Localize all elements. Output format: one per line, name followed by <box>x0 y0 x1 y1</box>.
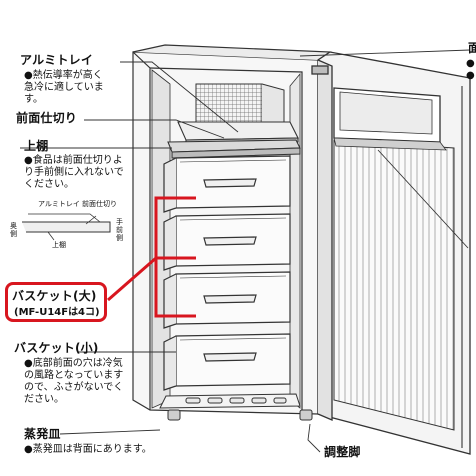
inset-front: 手前側 <box>116 218 123 242</box>
leader-lines <box>20 49 471 453</box>
drawers <box>163 155 291 391</box>
basket-small-note: ●底部前面の穴は冷気の風路となっていますので、ふさがないでください。 <box>24 358 124 405</box>
aluminum-tray-note: ●熱伝導率が高く急冷に適しています。 <box>24 70 104 105</box>
drawer-small <box>163 333 291 391</box>
upper-shelf-shape <box>167 139 301 159</box>
basket-large-model-note: (MF-U14Fは4コ) <box>14 307 100 318</box>
bottom-vents <box>159 393 301 409</box>
cut-bullet-1: ● <box>466 58 475 69</box>
drawer-3 <box>163 271 291 329</box>
adjust-foot-title: 調整脚 <box>324 445 361 459</box>
front-partition-title: 前面仕切り <box>16 111 78 125</box>
cut-bullet-2: ● <box>466 70 475 81</box>
inset-front-partition: 前面仕切り <box>82 200 117 208</box>
fan-grill <box>195 83 285 129</box>
upper-shelf-title: 上棚 <box>24 139 49 153</box>
door <box>311 51 471 455</box>
drawer-1 <box>163 155 291 213</box>
feet <box>167 409 313 421</box>
basket-small-title: バスケット(小) <box>14 341 99 355</box>
evaporator-tray-title: 蒸発皿 <box>24 427 61 441</box>
inset-shelf-detail <box>22 213 111 241</box>
evaporator-tray-note: ●蒸発皿は背面にあります。 <box>24 444 152 455</box>
basket-large-title: バスケット(大) <box>12 289 97 303</box>
inset-back: 奥側 <box>10 222 17 238</box>
aluminum-tray-title: アルミトレイ <box>20 53 94 67</box>
basket-large-highlight-box <box>5 282 107 322</box>
cut-label-top-right: 面 <box>468 41 476 55</box>
basket-highlight <box>107 196 196 318</box>
drawer-2 <box>163 213 291 271</box>
upper-shelf-note: ●食品は前面仕切りより手前側に入れないでください。 <box>24 155 124 190</box>
inset-upper-shelf: 上棚 <box>52 241 66 249</box>
inset-aluminum-tray: アルミトレイ <box>38 200 80 208</box>
